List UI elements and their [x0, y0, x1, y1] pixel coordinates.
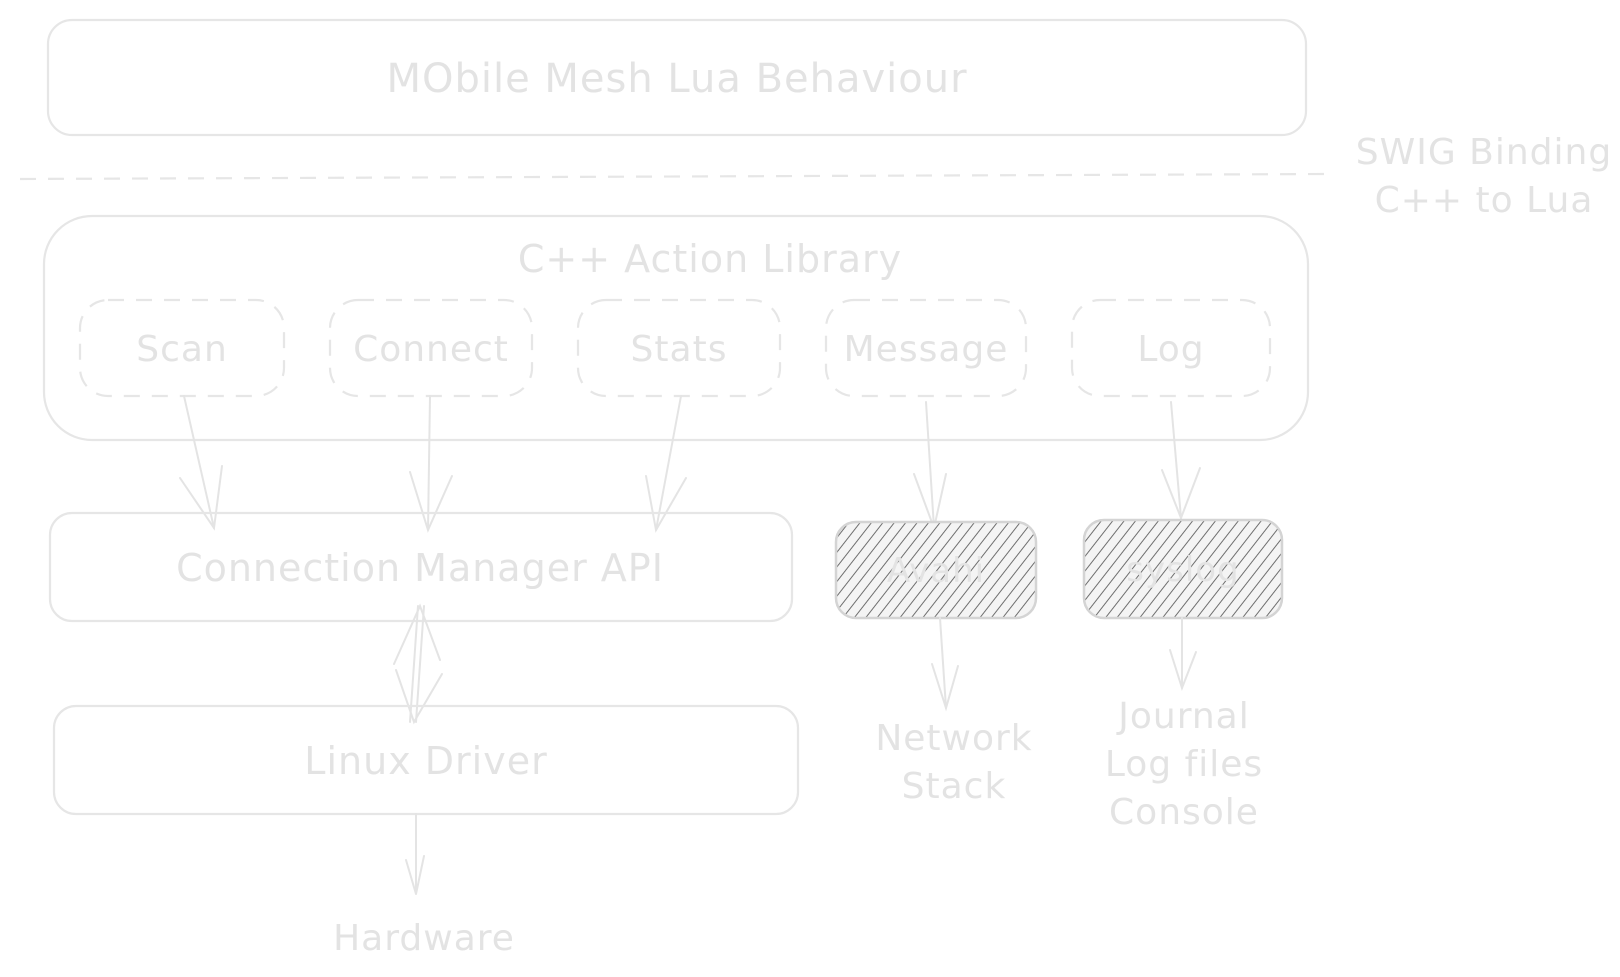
module-stats-box	[576, 298, 782, 398]
network-stack-line1: Network	[875, 718, 1032, 759]
module-message: Message	[824, 298, 1028, 398]
arrow-connect-to-cm	[409, 395, 453, 533]
arrow-syslog-to-outputs	[1169, 617, 1197, 692]
lua-behaviour-box	[46, 18, 1308, 137]
arrow-scan-to-cm	[179, 395, 223, 531]
module-message-label: Message	[844, 329, 1009, 370]
hardware-label: Hardware	[333, 918, 515, 959]
avahi-node: Avahi	[834, 520, 1038, 620]
log-output-journal: Journal	[1116, 696, 1250, 737]
network-stack: Network Stack	[875, 718, 1032, 807]
arrow-stats-to-cm	[645, 395, 687, 533]
arrow-avahi-to-network	[931, 617, 959, 712]
arrow-message-to-avahi	[913, 401, 947, 532]
avahi-box	[834, 520, 1038, 620]
module-connect: Connect	[328, 298, 534, 398]
lua-behaviour-label: MObile Mesh Lua Behaviour	[386, 56, 967, 102]
module-scan-label: Scan	[136, 329, 228, 370]
syslog-label: syslog	[1126, 550, 1239, 590]
connection-manager-box	[48, 511, 794, 623]
binding-note-line2: C++ to Lua	[1375, 180, 1594, 221]
avahi-label: Avahi	[887, 551, 985, 591]
syslog-node: syslog	[1082, 518, 1284, 620]
module-stats: Stats	[576, 298, 782, 398]
connection-manager-label: Connection Manager API	[176, 546, 664, 590]
module-log-label: Log	[1137, 329, 1204, 370]
module-log: Log	[1070, 298, 1272, 398]
module-scan: Scan	[78, 298, 286, 398]
action-library-box	[42, 214, 1310, 442]
arrow-driver-to-hardware	[405, 813, 425, 895]
linux-driver: Linux Driver	[52, 704, 800, 816]
swig-binding-separator: SWIG Binding C++ to Lua	[19, 132, 1612, 221]
module-connect-label: Connect	[353, 329, 509, 370]
linux-driver-box	[52, 704, 800, 816]
connection-manager: Connection Manager API	[48, 511, 794, 623]
module-stats-label: Stats	[631, 329, 728, 370]
log-output-console: Console	[1109, 792, 1259, 833]
log-outputs: Journal Log files Console	[1105, 696, 1263, 833]
module-scan-box	[78, 298, 286, 398]
action-library-title: C++ Action Library	[518, 237, 902, 281]
module-log-box	[1070, 298, 1272, 398]
action-library: C++ Action Library Scan Connect Stats Me…	[42, 214, 1310, 442]
arrow-cm-linux-bidirectional	[393, 603, 443, 725]
module-message-box	[824, 298, 1028, 398]
arrow-log-to-syslog	[1161, 401, 1201, 521]
linux-driver-label: Linux Driver	[304, 739, 547, 783]
lua-behaviour-layer: MObile Mesh Lua Behaviour	[46, 18, 1308, 137]
binding-dashed-line	[19, 172, 1331, 181]
network-stack-line2: Stack	[902, 766, 1007, 807]
module-arrows	[179, 395, 1201, 533]
binding-note-line1: SWIG Binding	[1356, 132, 1612, 173]
log-output-files: Log files	[1105, 744, 1263, 785]
